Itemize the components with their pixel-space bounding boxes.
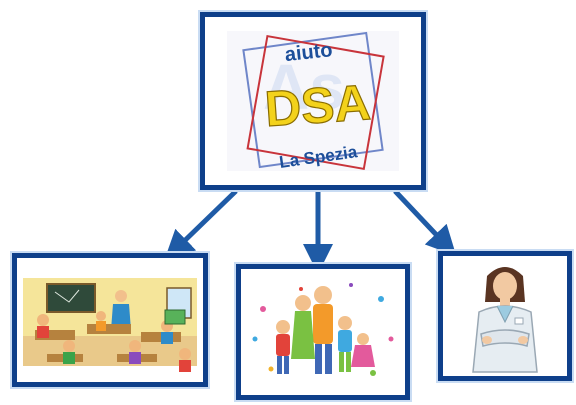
logo-frame-red — [246, 34, 385, 171]
child-node-family — [236, 264, 410, 400]
logo-line-aiuto: aiuto — [284, 39, 334, 66]
doctor-illustration — [443, 256, 567, 376]
child-node-doctor — [438, 251, 572, 381]
family-illustration — [241, 269, 405, 395]
classroom-illustration — [17, 258, 203, 382]
svg-text:As: As — [263, 51, 345, 123]
root-node: As aiuto DSA La Spezia — [200, 12, 426, 190]
logo-frame-blue — [242, 31, 384, 169]
arrow-to-doctor — [393, 189, 457, 256]
arrow-to-classroom — [164, 189, 238, 261]
blackboard-icon — [46, 283, 96, 313]
child-node-classroom — [12, 253, 208, 387]
aiuto-dsa-logo: As aiuto DSA La Spezia — [205, 17, 421, 185]
logo-line-dsa: DSA — [263, 74, 372, 137]
